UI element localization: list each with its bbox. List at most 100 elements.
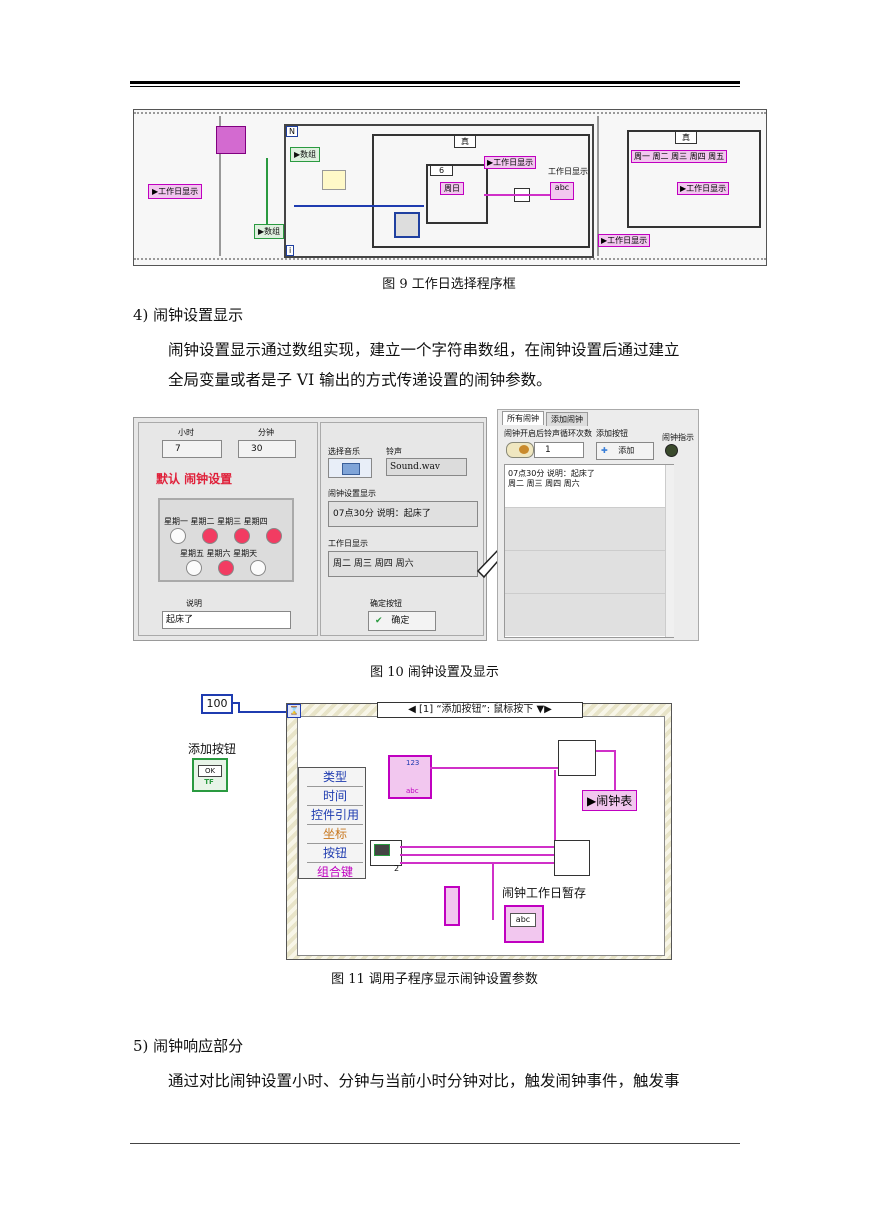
header-rule-thick xyxy=(130,81,740,84)
abc-label-2: abc xyxy=(510,913,536,927)
confirm-button-label: 确定 xyxy=(391,616,410,626)
weekday-selector: 星期一 星期二 星期三 星期四 星期五 星期六 星期天 xyxy=(158,498,294,582)
default-alarm-title: 默认 闹钟设置 xyxy=(156,472,233,486)
check-icon: ✔ xyxy=(375,616,383,626)
figure-9-caption: 图 9 工作日选择程序框 xyxy=(382,277,516,292)
tab-all-alarms[interactable]: 所有闹钟 xyxy=(502,411,544,425)
tf-label: TF xyxy=(204,778,214,786)
footer-rule xyxy=(130,1143,740,1144)
work-display-local-4: ▶工作日显示 xyxy=(677,182,730,195)
abc-label-1: abc xyxy=(406,787,419,795)
days-row1-label: 星期一 星期二 星期三 星期四 xyxy=(164,517,268,526)
tuesday-led[interactable] xyxy=(202,528,218,544)
work-display-local-2: ▶工作日显示 xyxy=(484,156,537,169)
minute-label: 分钟 xyxy=(258,428,274,437)
timeout-terminal-icon: ⌛ xyxy=(287,704,301,718)
days-row2-label: 星期五 星期六 星期天 xyxy=(180,549,258,558)
list-item-empty xyxy=(505,508,665,551)
case-structure-inner: 真 6 周日 ▶工作日显示 工作日显示 abc xyxy=(372,134,590,248)
ringtone-path[interactable]: Sound.wav xyxy=(386,458,467,476)
abc-indicator: abc xyxy=(550,182,574,200)
left-arrow-icon[interactable]: ◀ xyxy=(408,704,416,715)
event-data-ref: 控件引用 xyxy=(307,806,363,825)
loop-count-terminal: N xyxy=(286,126,298,137)
add-button[interactable]: ✚ 添加 xyxy=(596,442,654,460)
figure-10-caption: 图 10 闹钟设置及显示 xyxy=(370,665,499,680)
section-5-para-line1: 通过对比闹钟设置小时、分钟与当前小时分钟对比，触发闹钟事件，触发事 xyxy=(168,1072,680,1090)
work-display-local-1: ▶工作日显示 xyxy=(148,184,203,199)
event-data-modifiers: 组合键 xyxy=(316,865,353,879)
list-item-empty xyxy=(505,551,665,594)
dropdown-icon[interactable]: ▼▶ xyxy=(536,704,552,715)
subvi-icon xyxy=(370,840,402,866)
list-item[interactable]: 07点30分 说明：起床了 周二 周三 周四 周六 xyxy=(505,465,665,508)
wednesday-led[interactable] xyxy=(234,528,250,544)
section-4-heading: 4) 闹钟设置显示 xyxy=(133,306,244,324)
index-array-node xyxy=(322,170,346,190)
monday-led[interactable] xyxy=(170,528,186,544)
alarm-list[interactable]: 07点30分 说明：起床了 周二 周三 周四 周六 xyxy=(504,464,674,638)
confirm-button[interactable]: ✔ 确定 xyxy=(368,611,436,631)
string-constant xyxy=(444,886,460,926)
plus-icon: ✚ xyxy=(601,446,608,455)
tab-add-alarm[interactable]: 添加闹钟 xyxy=(546,412,588,426)
build-array-node xyxy=(558,740,596,776)
folder-icon xyxy=(342,463,360,475)
figure-10-front-panel: 小时 7 分钟 30 默认 闹钟设置 星期一 星期二 星期三 星期四 星期五 星… xyxy=(133,417,487,641)
case-selector-true: 真 xyxy=(454,135,476,148)
list-scrollbar[interactable] xyxy=(665,465,674,637)
for-loop: N i xyxy=(284,124,594,258)
work-display-field: 周二 周三 周四 周六 xyxy=(328,551,478,577)
array-local-2: ▶数组 xyxy=(254,224,285,239)
select-music-button[interactable] xyxy=(328,458,372,478)
event-data-time: 时间 xyxy=(307,787,363,806)
event-case-selector[interactable]: ◀ [1] “添加按钮”: 鼠标按下 ▼▶ xyxy=(377,702,583,718)
sunday-led[interactable] xyxy=(250,560,266,576)
loop-count-input[interactable]: 1 xyxy=(534,442,584,458)
add-button-terminal-label: 添加按钮 xyxy=(188,742,237,756)
thursday-led[interactable] xyxy=(266,528,282,544)
case-structure-6: 6 周日 xyxy=(426,164,488,224)
figure-11: 100 ⌛ ◀ [1] “添加按钮”: 鼠标按下 ▼▶ 添加按钮 OK TF 类… xyxy=(186,690,678,960)
figure-11-caption: 图 11 调用子程序显示闹钟设置参数 xyxy=(331,972,538,987)
list-item-empty xyxy=(505,594,665,636)
minute-input[interactable]: 30 xyxy=(238,440,296,458)
work-display-label: 工作日显示 xyxy=(548,167,588,176)
saturday-led[interactable] xyxy=(218,560,234,576)
ok-label: OK xyxy=(198,765,222,777)
event-data-coords: 坐标 xyxy=(307,825,363,844)
subvi-output-2: 2 xyxy=(394,864,400,873)
figure-9: ▶工作日显示 N i ▶数组 ▶数组 真 6 周日 ▶工作日显示 工作日显示 a… xyxy=(133,109,767,266)
add-button-text: 添加 xyxy=(618,446,635,455)
music-label: 选择音乐 xyxy=(328,447,360,456)
list-item-line2: 周二 周三 周四 周六 xyxy=(508,479,580,488)
header-rule-thin xyxy=(130,86,740,87)
case-selector-true-right: 真 xyxy=(675,131,697,144)
case-selector-6: 6 xyxy=(430,165,454,176)
alarm-indicator-led xyxy=(665,444,678,457)
alarm-display-field: 07点30分 说明：起床了 xyxy=(328,501,478,527)
ringtone-label: 铃声 xyxy=(386,447,402,456)
shift-register-node xyxy=(394,212,420,238)
friday-led[interactable] xyxy=(186,560,202,576)
event-case-label: [1] “添加按钮”: 鼠标按下 xyxy=(419,704,534,715)
event-data-button: 按钮 xyxy=(307,844,363,863)
display-group xyxy=(320,422,484,636)
desc-input[interactable]: 起床了 xyxy=(162,611,291,629)
case-structure-right: 真 周一 周二 周三 周四 周五 ▶工作日显示 xyxy=(627,130,761,228)
array-constant: 123 abc xyxy=(388,755,432,799)
alarm-display-label: 闹钟设置显示 xyxy=(328,489,376,498)
concat-strings-node xyxy=(554,840,590,876)
array-local-1: ▶数组 xyxy=(290,147,321,162)
loop-toggle[interactable] xyxy=(506,442,534,458)
confirm-label: 确定按钮 xyxy=(370,599,402,608)
num-123-label: 123 xyxy=(406,759,420,767)
indicator-label: 闹钟指示 xyxy=(662,433,694,442)
section-5-heading: 5) 闹钟响应部分 xyxy=(133,1037,244,1055)
temp-store-label: 闹钟工作日暂存 xyxy=(502,886,587,900)
timeout-constant: 100 xyxy=(201,694,233,714)
loop-index-terminal: i xyxy=(286,245,295,256)
section-4-para-line2: 全局变量或者是子 VI 输出的方式传递设置的闹钟参数。 xyxy=(168,371,552,389)
list-item-line1: 07点30分 说明：起床了 xyxy=(508,469,595,478)
hour-input[interactable]: 7 xyxy=(162,440,222,458)
